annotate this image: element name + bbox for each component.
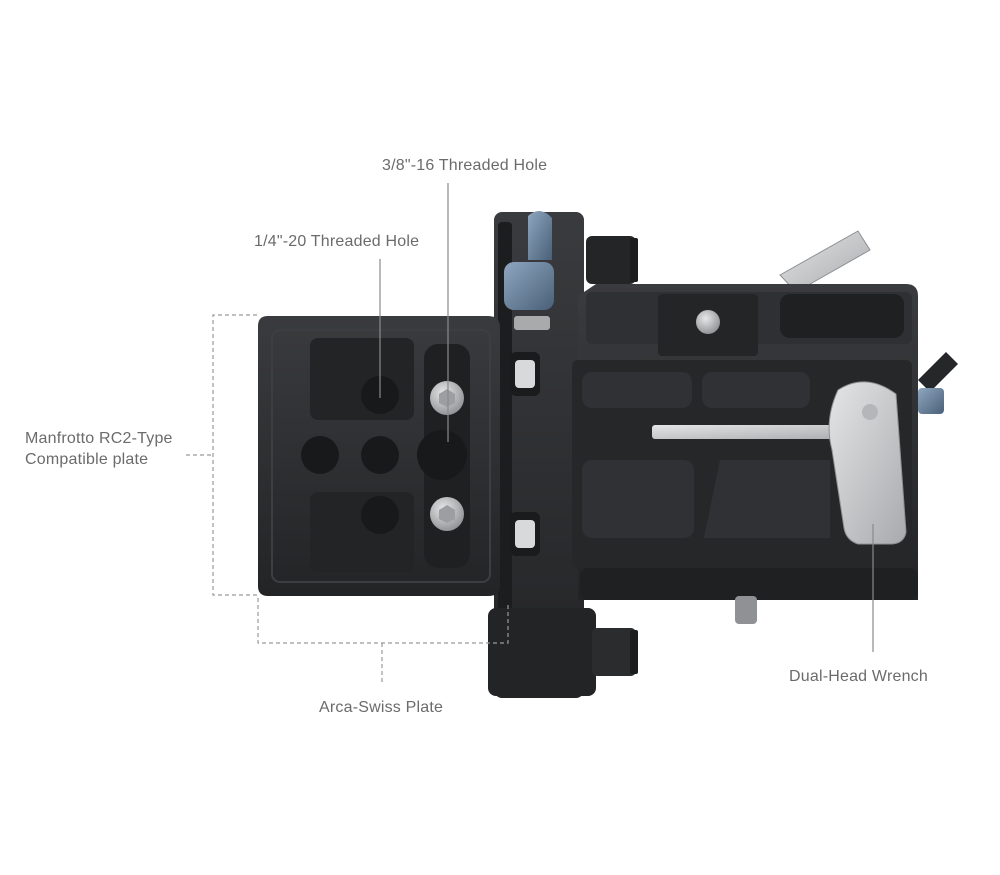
callout-manfrotto-plate: Manfrotto RC2-Type Compatible plate	[25, 428, 173, 470]
central-clamp-body	[488, 210, 638, 698]
wrench-handle-top	[779, 230, 871, 293]
callout-manfrotto-line1: Manfrotto RC2-Type	[25, 430, 173, 447]
bracket-manfrotto	[212, 314, 257, 596]
callout-3-8-threaded-hole: 3/8"-16 Threaded Hole	[382, 157, 548, 174]
leader-lines	[379, 183, 874, 652]
top-screw	[696, 310, 720, 334]
right-mount-block	[572, 284, 958, 624]
manfrotto-rc2-plate	[258, 316, 500, 596]
callout-dual-head-wrench: Dual-Head Wrench	[789, 668, 928, 685]
callout-manfrotto-line2: Compatible plate	[25, 451, 149, 468]
dimension-brackets	[186, 314, 509, 685]
callout-1-4-threaded-hole: 1/4"-20 Threaded Hole	[254, 233, 420, 250]
bottom-pin	[735, 596, 757, 624]
bracket-arca	[257, 598, 509, 644]
callout-arca-swiss-plate: Arca-Swiss Plate	[319, 699, 444, 716]
dual-head-wrench	[652, 381, 907, 545]
